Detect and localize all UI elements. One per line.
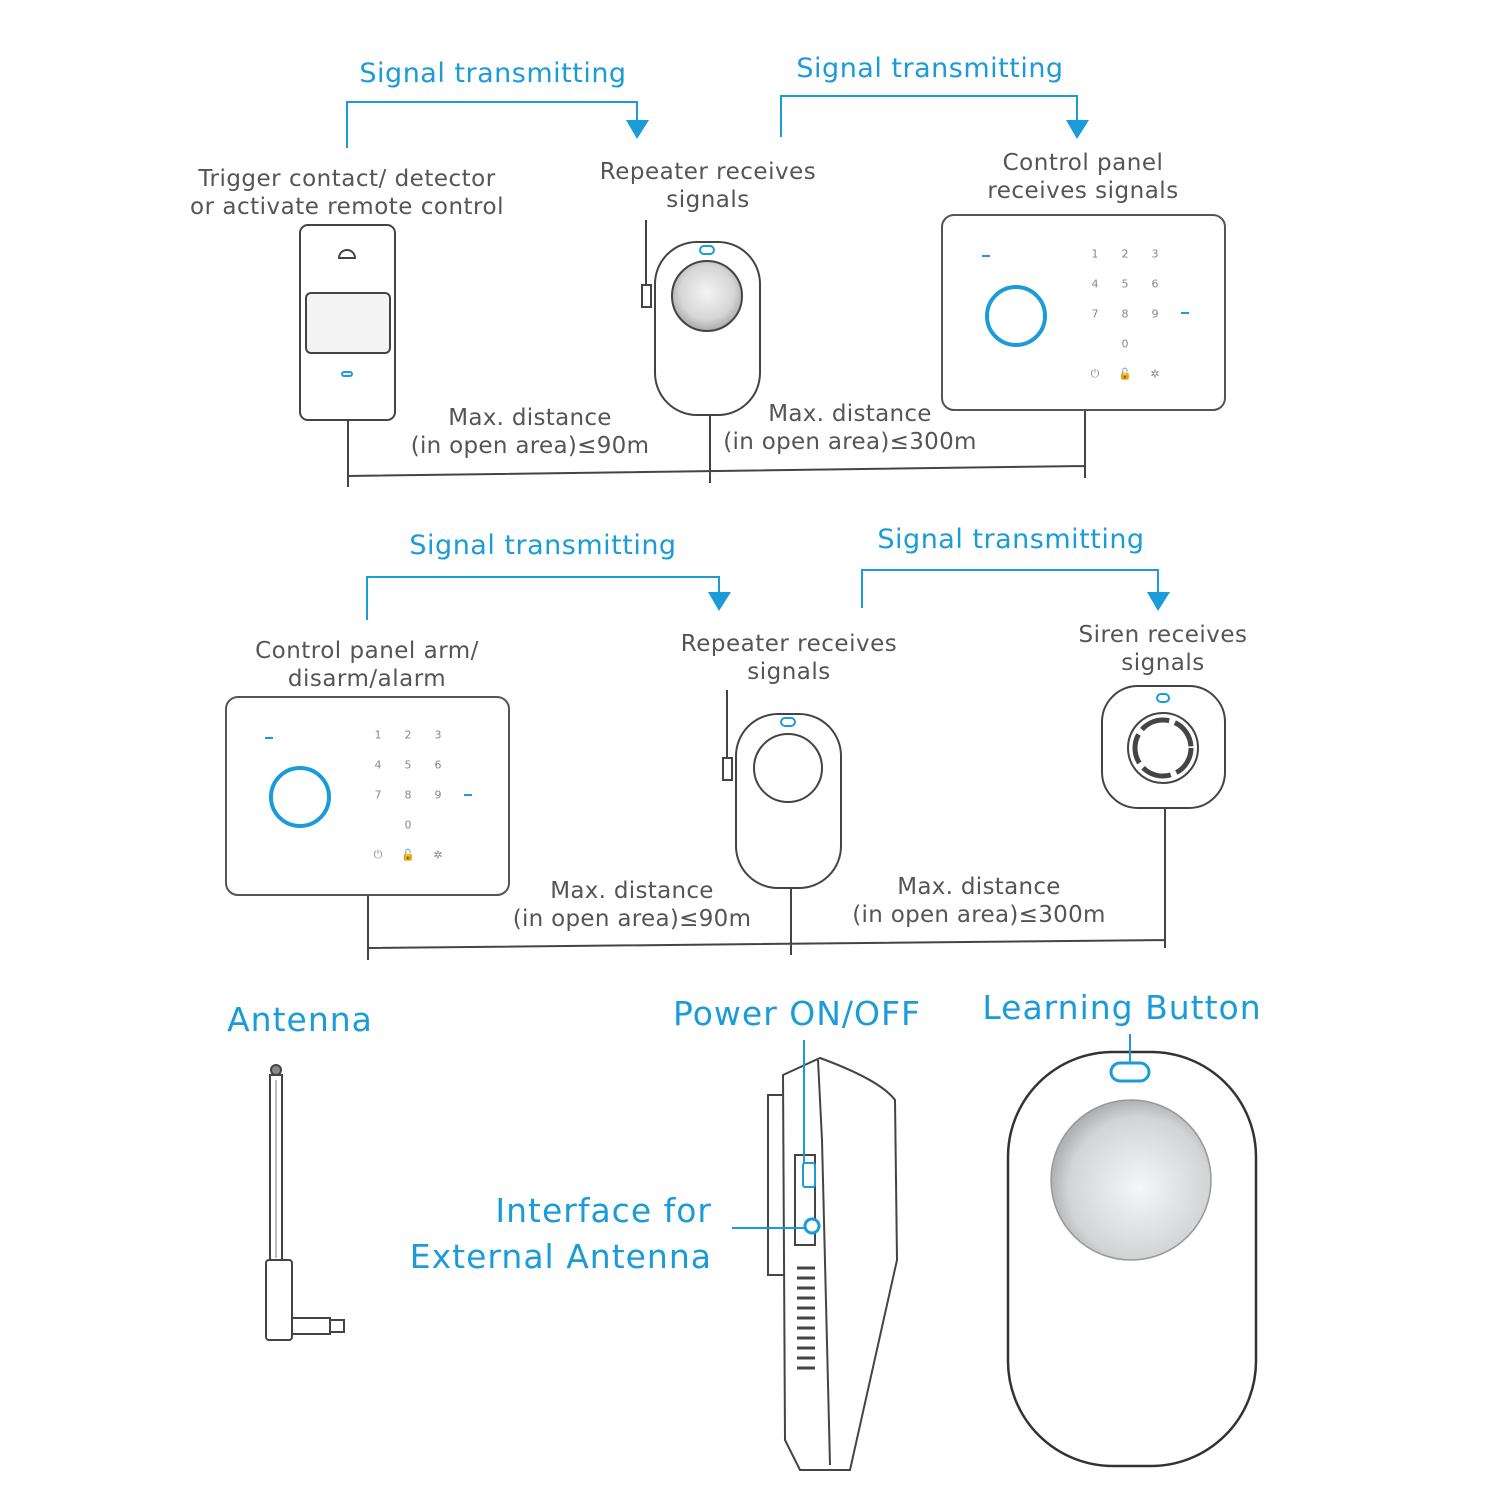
repeater-label-line: Repeater receives (680, 631, 898, 657)
source-label: Control panel arm/disarm/alarm (255, 637, 479, 693)
antenna-label: Antenna (227, 1000, 373, 1039)
keypad-key: 9 (434, 788, 442, 802)
learning-button-label: Learning Button (982, 988, 1262, 1027)
distance-label: Max. distance(in open area)≤300m (723, 400, 977, 456)
keypad-key: 2 (1121, 247, 1129, 261)
distance-label: Max. distance(in open area)≤90m (513, 877, 752, 933)
distance-value: (in open area)≤90m (410, 433, 650, 459)
speaker-grille (797, 1266, 815, 1370)
keypad-key: 7 (374, 788, 382, 802)
keypad-key: 3 (1151, 247, 1159, 261)
repeater-icon (722, 690, 842, 889)
pir-detector-icon (299, 224, 396, 421)
keypad-key: 7 (1091, 307, 1099, 321)
arrow-icons (626, 120, 1170, 611)
signal-label: Signal transmitting (796, 53, 1064, 84)
disarm-icon: 🔓 (1118, 367, 1132, 381)
bracket-2a (366, 576, 720, 620)
target-label-line: signals (1121, 650, 1205, 676)
power-label: Power ON/OFF (673, 994, 921, 1033)
arm-icon: ⏻ (1090, 367, 1100, 380)
siren-icon (1101, 685, 1226, 809)
arrow-down-icon (1147, 592, 1170, 611)
control-panel-icon (225, 696, 510, 896)
keypad-key: 2 (404, 728, 412, 742)
distance-title: Max. distance (448, 405, 612, 431)
signal-label: Signal transmitting (877, 524, 1145, 555)
keypad-key: 1 (1091, 247, 1099, 261)
bracket-1b (780, 95, 1078, 137)
keypad-key: 6 (434, 758, 442, 772)
target-label-line: Siren receives (1078, 622, 1248, 648)
keypad-key: 5 (404, 758, 412, 772)
target-label-line: receives signals (987, 178, 1179, 204)
arrow-down-icon (1066, 120, 1089, 139)
arm-icon: ⏻ (373, 848, 383, 861)
interface-label-line: Interface for (495, 1191, 712, 1230)
keypad-key: 0 (404, 818, 412, 832)
keypad-key: 8 (404, 788, 412, 802)
distance-value: (in open area)≤300m (852, 902, 1106, 928)
source-label-line: disarm/alarm (287, 666, 447, 692)
interface-label-line: External Antenna (409, 1237, 712, 1276)
distance-value: (in open area)≤90m (512, 906, 752, 932)
home-icon: ✲ (1150, 367, 1160, 381)
distance-title: Max. distance (550, 878, 714, 904)
keypad-key: 3 (434, 728, 442, 742)
disarm-icon: 🔓 (401, 848, 415, 862)
control-panel-icon (941, 214, 1226, 411)
source-label-line: Trigger contact/ detector (198, 166, 496, 192)
repeater-front-view (1006, 1034, 1258, 1468)
learning-button-icon (1109, 1061, 1151, 1083)
home-icon: ✲ (433, 848, 443, 862)
distance-value: (in open area)≤300m (723, 429, 977, 455)
signal-label: Signal transmitting (409, 530, 677, 561)
repeater-label-line: Repeater receives (599, 159, 817, 185)
keypad-key: 4 (374, 758, 382, 772)
signal-brackets (346, 95, 1159, 620)
distance-title: Max. distance (897, 874, 1061, 900)
arrow-down-icon (626, 120, 649, 139)
repeater-label-line: signals (747, 659, 831, 685)
distance-label: Max. distance(in open area)≤300m (852, 873, 1106, 929)
keypad-key: 8 (1121, 307, 1129, 321)
distance-label: Max. distance(in open area)≤90m (411, 404, 650, 460)
bracket-2b (861, 569, 1159, 608)
source-label-line: Control panel arm/ (255, 638, 479, 664)
distance-lines (347, 410, 1166, 960)
antenna-jack-icon (803, 1217, 821, 1235)
signal-label: Signal transmitting (359, 58, 627, 89)
arrow-down-icon (708, 592, 731, 611)
repeater-label-line: signals (666, 187, 750, 213)
repeater-side-view (732, 1040, 899, 1471)
antenna-icon (265, 1064, 345, 1341)
keypad-key: 9 (1151, 307, 1159, 321)
keypad-key: 0 (1121, 337, 1129, 351)
distance-title: Max. distance (768, 401, 932, 427)
keypad-key: 4 (1091, 277, 1099, 291)
keypad-key: 6 (1151, 277, 1159, 291)
power-switch-icon (802, 1162, 816, 1188)
repeater-icon (641, 220, 761, 416)
bracket-1a (346, 101, 638, 148)
keypad-key: 5 (1121, 277, 1129, 291)
target-label-line: Control panel (1002, 150, 1164, 176)
keypad-key: 1 (374, 728, 382, 742)
source-label-line: or activate remote control (190, 194, 504, 220)
